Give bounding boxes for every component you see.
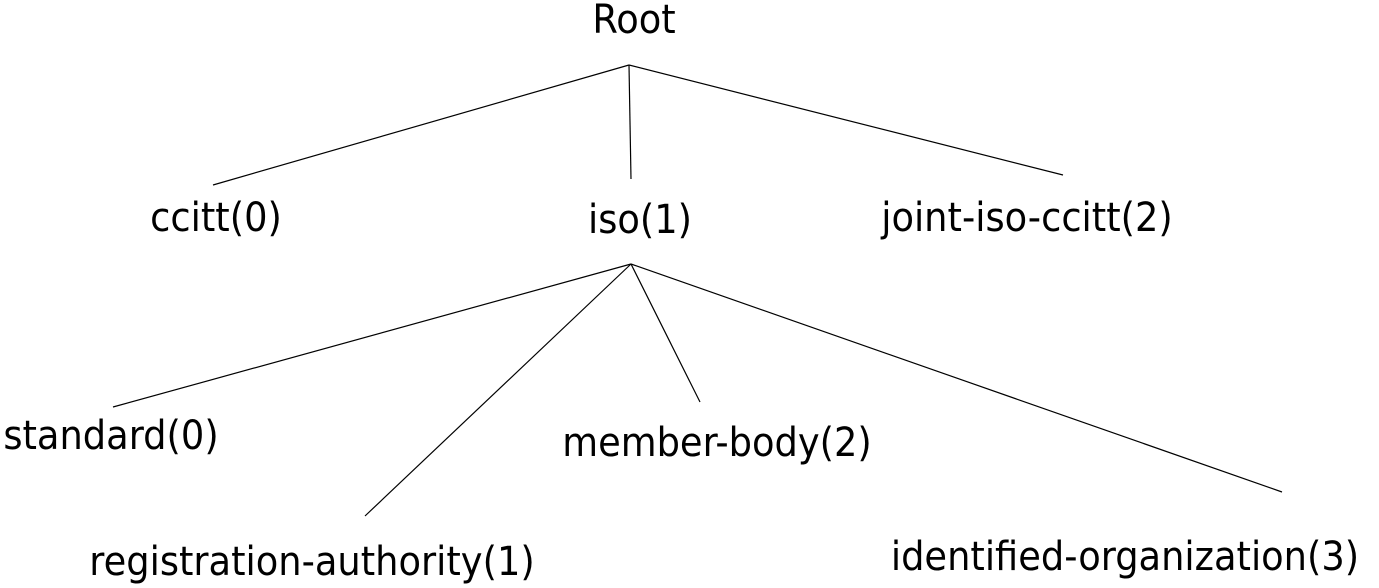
node-root: Root [592, 0, 676, 43]
edge-root-to-ccitt [212, 64, 630, 186]
node-standard: standard(0) [3, 413, 219, 459]
node-iso: iso(1) [587, 197, 693, 243]
edge-root-to-joint-iso-ccitt [628, 64, 1064, 176]
node-identified-organization: identified-organization(3) [890, 534, 1360, 580]
node-ccitt: ccitt(0) [150, 195, 282, 241]
edge-iso-to-identified-organization [630, 263, 1283, 493]
edge-iso-to-standard [112, 263, 632, 408]
edge-iso-to-member-body [630, 263, 701, 403]
node-joint-iso-ccitt: joint-iso-ccitt(2) [881, 195, 1173, 241]
node-member-body: member-body(2) [562, 420, 872, 466]
edge-root-to-iso [628, 64, 632, 180]
node-registration-authority: registration-authority(1) [89, 539, 535, 585]
edge-iso-to-registration-authority [364, 263, 632, 517]
